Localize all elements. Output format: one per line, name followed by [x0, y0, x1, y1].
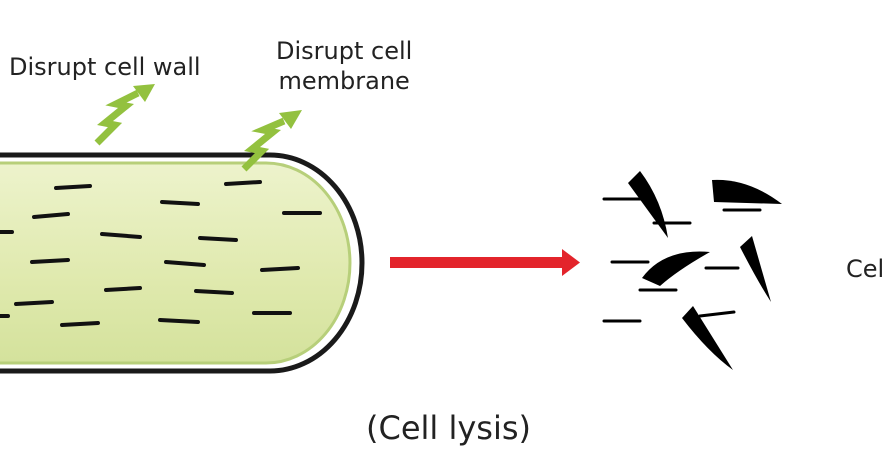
debris-shards [602, 197, 762, 323]
dash [198, 236, 238, 242]
bacterial-cell [0, 152, 365, 374]
dash [160, 200, 200, 206]
dash [32, 212, 70, 219]
dash [54, 184, 92, 190]
dash [14, 300, 54, 306]
debris-fragment [682, 306, 733, 370]
cell-lysis-caption: (Cell lysis) [366, 409, 532, 447]
disrupt-cell-wall-label: Disrupt cell wall [9, 53, 201, 81]
zigzag-arrow-icon [94, 84, 155, 146]
zigzag-arrow-icon [241, 110, 302, 172]
debris-fragment [642, 251, 710, 286]
cytoplasm-dashes [0, 180, 322, 327]
debris-fragment [628, 171, 668, 238]
cell-debris [602, 171, 782, 370]
shard [698, 310, 736, 318]
dash [158, 318, 200, 324]
debris-fragment [740, 236, 771, 302]
dash [100, 232, 142, 239]
disrupt-cell-membrane-line2: membrane [278, 67, 410, 95]
dash [60, 321, 100, 327]
disrupt-cell-membrane-label: Disrupt cell membrane [276, 36, 412, 96]
dash [194, 289, 234, 295]
dash [104, 286, 142, 292]
right-arrow-icon [390, 249, 580, 276]
truncated-right-label: Cel [846, 255, 882, 283]
dash [164, 260, 206, 267]
dash [30, 258, 70, 264]
dash [260, 266, 300, 272]
debris-fragment [712, 179, 782, 204]
disrupt-cell-membrane-line1: Disrupt cell [276, 37, 413, 65]
dash [224, 180, 262, 186]
